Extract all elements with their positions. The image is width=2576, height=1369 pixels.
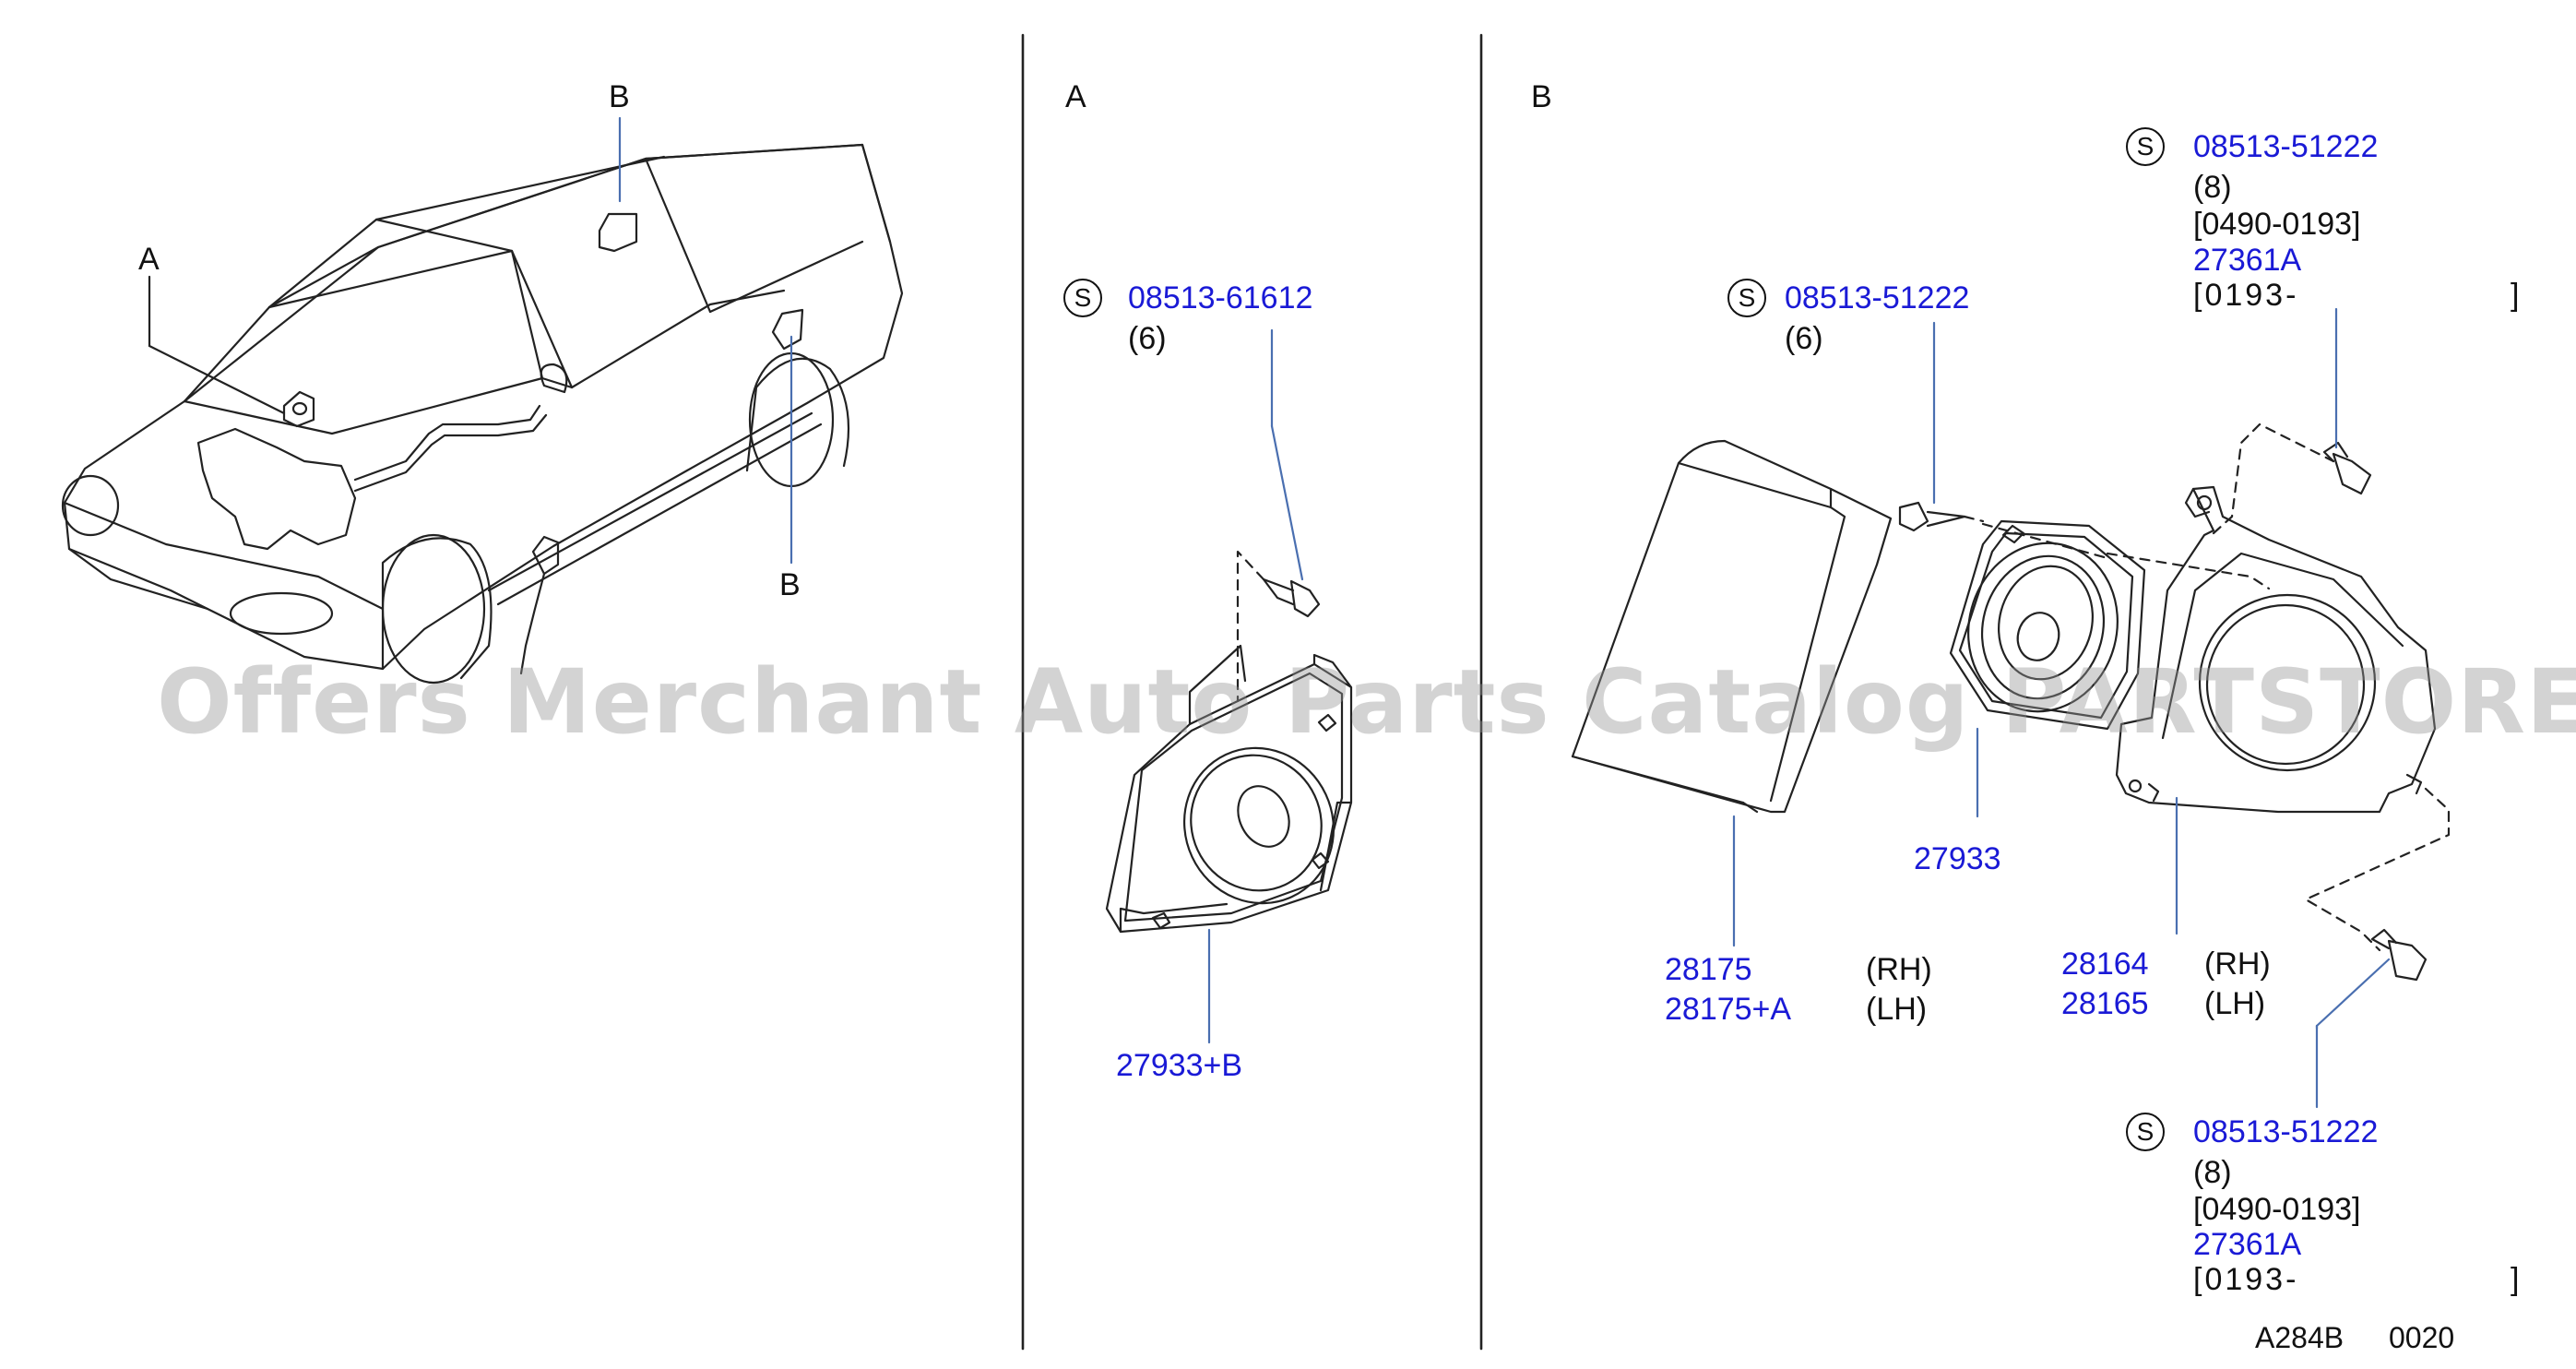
part-link-28164[interactable]: 28164 xyxy=(2061,946,2149,982)
qty-label-b-bottom: (8) xyxy=(2193,1155,2232,1190)
overview-label-b-top: B xyxy=(609,79,630,114)
panel-a-title: A xyxy=(1065,79,1086,114)
screw-symbol-b-left: S xyxy=(1727,279,1766,317)
panel-b-art xyxy=(1573,424,2449,980)
sheet-number: 0020 xyxy=(2389,1321,2455,1354)
range-close-b-top: ] xyxy=(2511,278,2520,313)
range-label-b-bottom-1: [0490-0193] xyxy=(2193,1192,2361,1227)
screw-symbol-a: S xyxy=(1063,279,1102,317)
part-link-28175-a[interactable]: 28175+A xyxy=(1665,992,1792,1027)
qty-label-a: (6) xyxy=(1128,321,1167,356)
range-label-b-bottom-2: [0193- xyxy=(2193,1262,2299,1297)
part-link-27933[interactable]: 27933 xyxy=(1914,841,2001,876)
part-link-27361a-top[interactable]: 27361A xyxy=(2193,243,2302,278)
car-illustration xyxy=(63,145,902,683)
part-link-08513-61612[interactable]: 08513-61612 xyxy=(1128,280,1313,315)
range-label-b-top-2: [0193- xyxy=(2193,278,2299,313)
part-link-08513-51222-bottom[interactable]: 08513-51222 xyxy=(2193,1114,2379,1149)
screw-symbol-b-bottom: S xyxy=(2126,1113,2165,1151)
part-link-28165[interactable]: 28165 xyxy=(2061,986,2149,1021)
side-label-bracket-lh: (LH) xyxy=(2204,986,2266,1021)
side-label-cover-rh: (RH) xyxy=(1866,952,1932,987)
part-link-08513-51222-left[interactable]: 08513-51222 xyxy=(1785,280,1970,315)
range-label-b-top-1: [0490-0193] xyxy=(2193,207,2361,242)
side-label-bracket-rh: (RH) xyxy=(2204,946,2271,982)
side-label-cover-lh: (LH) xyxy=(1866,992,1928,1027)
qty-label-b-left: (6) xyxy=(1785,321,1823,356)
part-link-08513-51222-top[interactable]: 08513-51222 xyxy=(2193,129,2379,164)
panel-a-art xyxy=(1107,552,1359,932)
part-link-27933-b[interactable]: 27933+B xyxy=(1116,1048,1243,1083)
part-link-28175[interactable]: 28175 xyxy=(1665,952,1752,987)
range-close-b-bottom: ] xyxy=(2511,1262,2520,1297)
panel-b-title: B xyxy=(1531,79,1552,114)
overview-label-a: A xyxy=(138,242,160,277)
screw-symbol-b-top: S xyxy=(2126,127,2165,166)
qty-label-b-top: (8) xyxy=(2193,170,2232,205)
diagram-code: A284B xyxy=(2255,1321,2345,1354)
overview-label-b-bottom: B xyxy=(779,567,801,602)
part-link-27361a-bottom[interactable]: 27361A xyxy=(2193,1227,2302,1262)
